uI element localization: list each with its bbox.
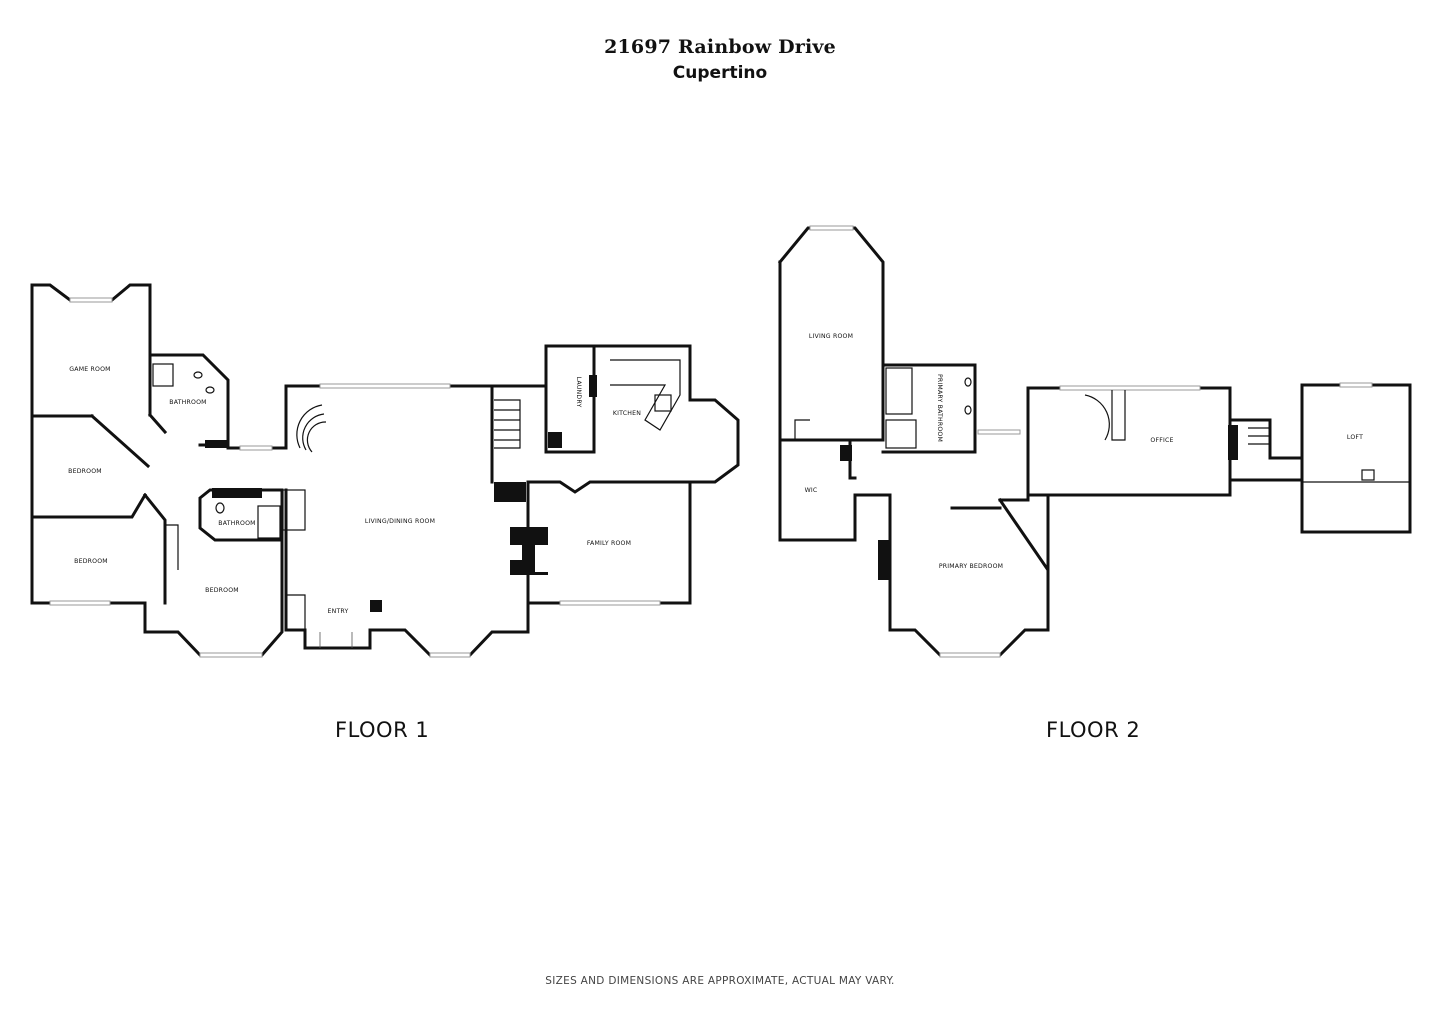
fireplace-2 [510,527,548,575]
primary-bath-door [977,429,1021,435]
bedroom-3-window [199,652,263,658]
living-window-south [429,652,471,658]
bedroom-3-walls [142,492,284,657]
floor-1-plan: GAME ROOM BATHROOM BEDROOM BEDROOM BATHR… [30,283,740,658]
office-chimney [1228,425,1238,460]
room-label-family-room: FAMILY ROOM [587,540,631,547]
primary-fireplace [878,540,890,580]
bathroom-1-shower [152,363,174,387]
kitchen-island [610,359,681,431]
loft-window [1339,382,1373,388]
laundry-stairs [494,399,521,449]
room-label-kitchen: KITCHEN [613,410,641,417]
kitchen-range [654,394,672,412]
room-label-entry: ENTRY [328,608,349,615]
primary-tub [885,367,913,415]
living-window-north [319,383,451,389]
bathroom-1-fixture [205,440,227,448]
fireplace-1 [494,482,526,502]
address-title: 21697 Rainbow Drive [604,36,836,58]
fridge [589,375,597,397]
bathroom-1-sink [193,371,203,379]
entry-doors [319,632,353,648]
living-room-stair [794,419,810,440]
bathroom-2-toilet [215,502,225,514]
game-room-window [69,297,113,303]
office-window [1059,385,1201,391]
room-label-bathroom-2: BATHROOM [218,520,255,527]
room-label-bedroom-1: BEDROOM [68,468,102,475]
room-label-wic: WIC [805,487,818,494]
hall-door [239,445,273,451]
loft-hatch [1361,469,1375,481]
bathroom-2-tub [257,505,281,539]
room-label-living-room: LIVING ROOM [809,333,853,340]
kitchen-walls [490,344,740,484]
room-label-game-room: GAME ROOM [69,366,110,373]
game-room-walls [30,283,152,605]
room-label-laundry: LAUNDRY [575,377,582,408]
loft-walls [1300,383,1412,534]
city-subtitle: Cupertino [672,63,768,83]
room-label-bathroom-1: BATHROOM [169,399,206,406]
room-label-living-dining: LIVING/DINING ROOM [365,518,435,525]
room-label-loft: LOFT [1347,434,1363,441]
primary-sink-1 [964,377,972,387]
primary-sink-2 [964,405,972,415]
diagonal-wall [89,413,151,469]
room-label-primary-bedroom: PRIMARY BEDROOM [939,563,1003,570]
living-room-window [809,225,854,231]
floor-2-label: FLOOR 2 [1046,718,1141,742]
connector-walls [1228,418,1304,482]
primary-bedroom-window [939,652,1001,658]
family-room-walls [526,480,692,605]
bathroom-1-sink-2 [205,386,215,394]
room-label-bedroom-2: BEDROOM [74,558,108,565]
room-label-office: OFFICE [1150,437,1173,444]
room-label-bedroom-3: BEDROOM [205,587,239,594]
primary-bathroom-walls [881,363,977,454]
hall-wall [1026,493,1050,572]
connector-stair [1248,427,1270,445]
bedroom-3-closet [165,524,179,570]
wic-chimney [840,445,852,461]
laundry-machine [548,432,562,448]
bedroom-2-window [49,600,111,606]
office-stair [1084,390,1126,441]
column [370,600,382,612]
hall-north-wall [226,384,288,450]
disclaimer: SIZES AND DIMENSIONS ARE APPROXIMATE, AC… [545,975,895,987]
family-room-window [559,600,661,606]
bedroom-1-south-wall [30,492,148,519]
primary-shower [885,419,917,449]
floor-1-label: FLOOR 1 [335,718,430,742]
bathroom-2-counter [212,488,262,498]
entry-closet [286,594,306,630]
office-walls [1026,386,1232,497]
living-room-walls [777,226,885,542]
spiral-stair [296,404,327,453]
bathroom-2-closet [282,489,306,531]
floor-2-plan: LIVING ROOM PRIMARY BATHROOM WIC PRIMARY… [777,225,1412,658]
room-label-primary-bathroom: PRIMARY BATHROOM [936,374,943,442]
